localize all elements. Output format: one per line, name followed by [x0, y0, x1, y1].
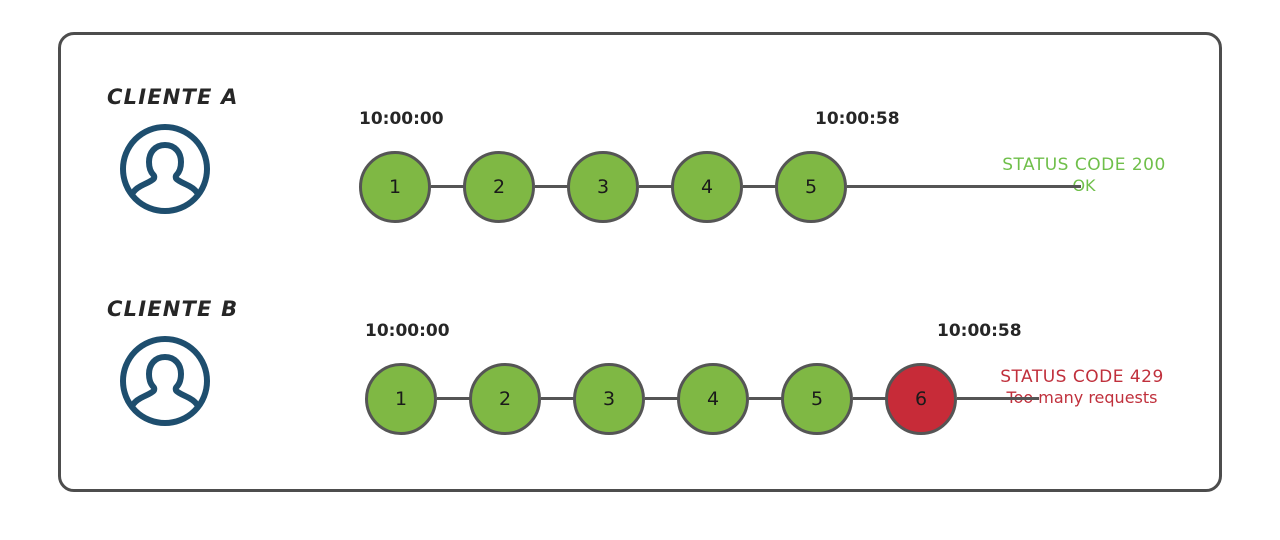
- diagram-frame: CLIENTE A 10:00:00 10:00:58 1 2: [58, 32, 1222, 492]
- connector-tail: [957, 397, 1039, 400]
- request-node[interactable]: 1: [359, 151, 431, 223]
- request-node[interactable]: 4: [671, 151, 743, 223]
- user-avatar-icon: [119, 335, 211, 427]
- connector-tail: [847, 185, 1081, 188]
- timestamp-end-a: 10:00:58: [815, 109, 900, 129]
- client-label-b: CLIENTE B: [107, 297, 239, 321]
- request-track-a: 1 2 3 4 5: [301, 139, 1225, 235]
- connector: [437, 397, 471, 400]
- request-node[interactable]: 5: [781, 363, 853, 435]
- request-node[interactable]: 5: [775, 151, 847, 223]
- timeline-a: 10:00:00 10:00:58 1 2 3 4 5 STATUS CODE …: [301, 59, 1225, 269]
- status-badge-a: STATUS CODE 200 OK: [979, 155, 1189, 196]
- request-node[interactable]: 3: [573, 363, 645, 435]
- timestamp-end-b: 10:00:58: [937, 321, 1022, 341]
- timestamp-start-b: 10:00:00: [365, 321, 450, 341]
- status-badge-b: STATUS CODE 429 Too many requests: [977, 367, 1187, 408]
- connector: [645, 397, 679, 400]
- connector: [431, 185, 465, 188]
- client-label-a: CLIENTE A: [107, 85, 239, 109]
- connector: [535, 185, 569, 188]
- request-node[interactable]: 3: [567, 151, 639, 223]
- user-avatar-icon: [119, 123, 211, 215]
- request-node[interactable]: 4: [677, 363, 749, 435]
- timestamp-start-a: 10:00:00: [359, 109, 444, 129]
- status-text-line: OK: [1072, 176, 1096, 196]
- request-node[interactable]: 1: [365, 363, 437, 435]
- client-row-cliente-b: CLIENTE B 10:00:00 10:00:58 1: [61, 271, 1225, 481]
- request-track-b: 1 2 3 4 5 6: [301, 351, 1225, 447]
- connector: [749, 397, 783, 400]
- status-text-line: Too many requests: [1006, 388, 1158, 408]
- request-node-blocked[interactable]: 6: [885, 363, 957, 435]
- request-node[interactable]: 2: [463, 151, 535, 223]
- status-code-line: STATUS CODE 429: [1000, 367, 1164, 387]
- status-code-line: STATUS CODE 200: [1002, 155, 1166, 175]
- connector: [639, 185, 673, 188]
- client-row-cliente-a: CLIENTE A 10:00:00 10:00:58 1 2: [61, 59, 1225, 269]
- connector: [743, 185, 777, 188]
- connector: [853, 397, 887, 400]
- request-node[interactable]: 2: [469, 363, 541, 435]
- connector: [541, 397, 575, 400]
- timeline-b: 10:00:00 10:00:58 1 2 3 4 5 6: [301, 271, 1225, 481]
